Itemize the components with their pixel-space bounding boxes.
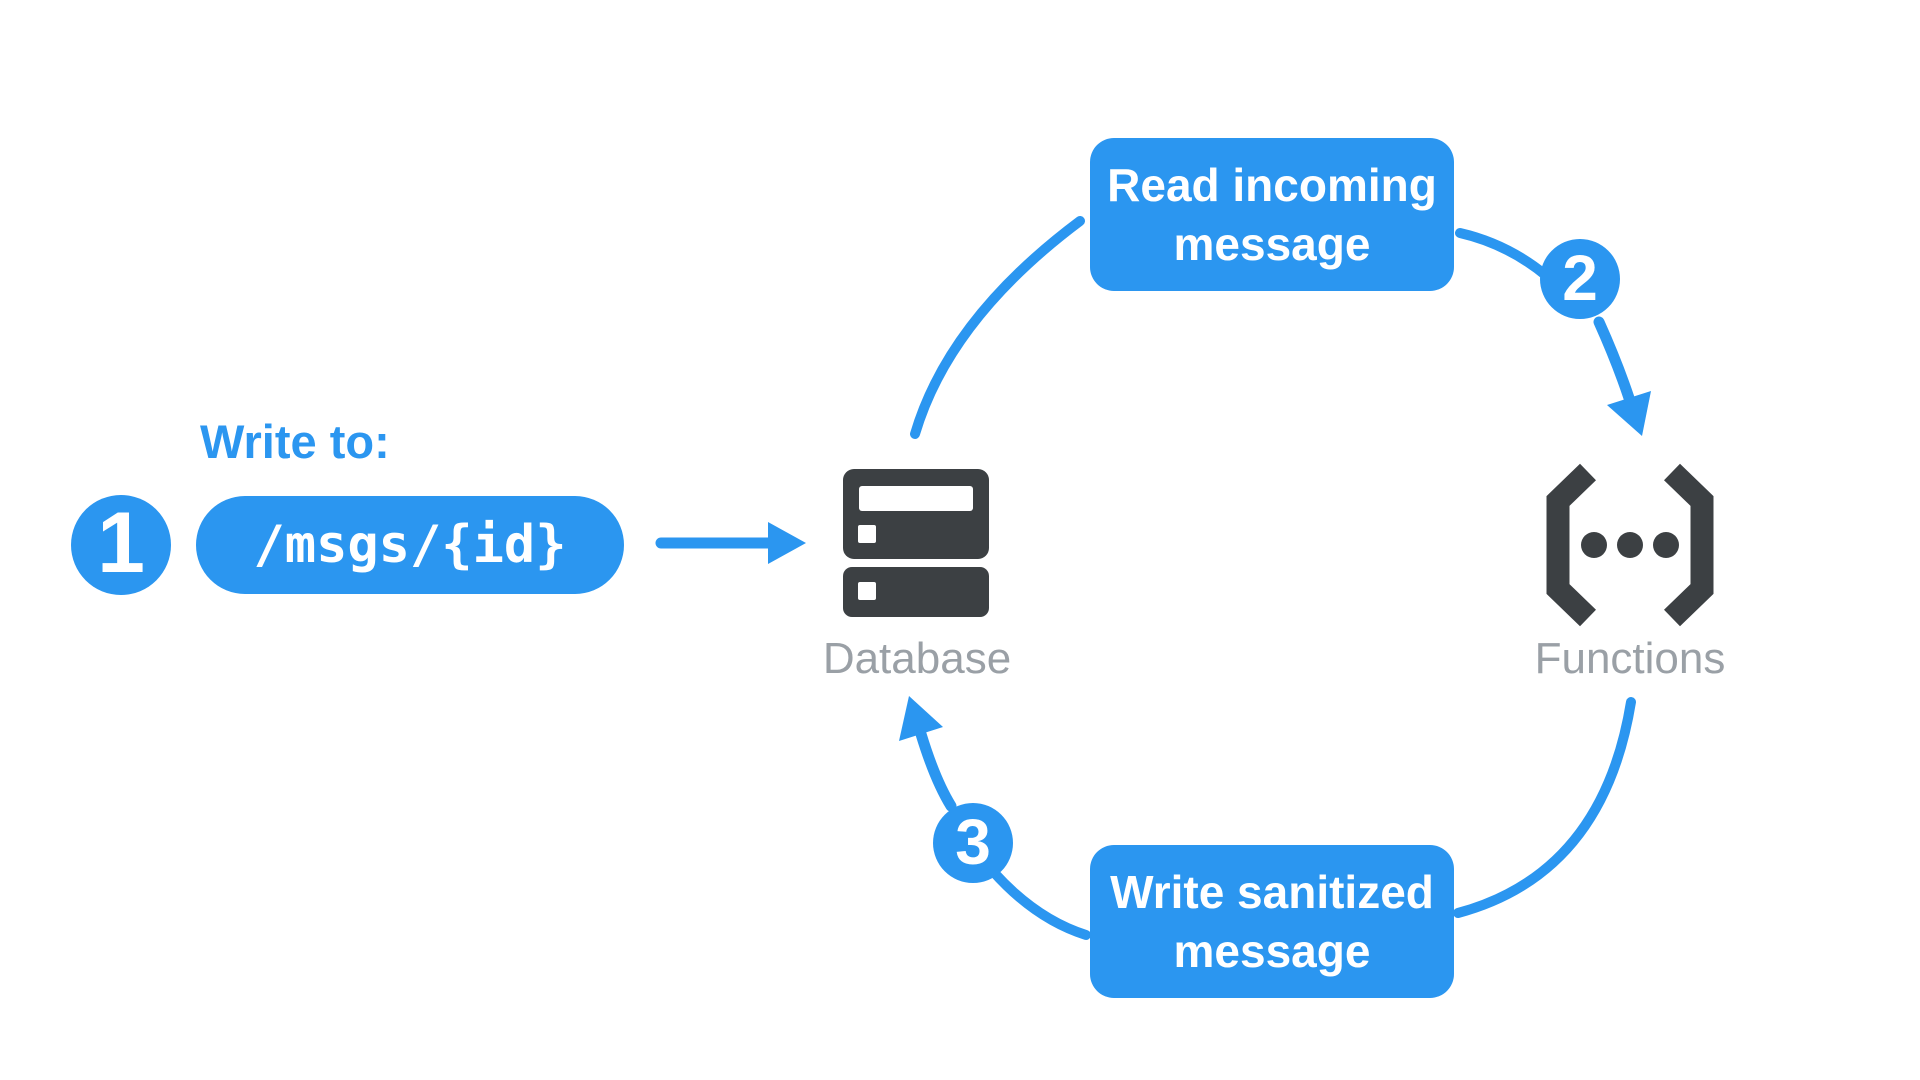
functions-label: Functions (1534, 634, 1726, 683)
message-path-pill: /msgs/{id} (196, 496, 624, 594)
read-box-line2: message (1173, 217, 1371, 270)
functions-icon (1546, 463, 1714, 627)
arrow-step3-to-database (899, 696, 957, 812)
read-box-line1: Read incoming (1107, 158, 1437, 211)
write-box-line2: message (1173, 924, 1371, 977)
write-sanitized-message-box: Write sanitized message (1090, 845, 1454, 998)
arrow-step2-to-functions (1593, 316, 1651, 436)
write-box-line1: Write sanitized (1110, 865, 1434, 918)
arc-database-to-read (910, 216, 1085, 439)
step-1-badge: 1 (71, 495, 171, 595)
step-3-number: 3 (955, 805, 991, 878)
message-path-text: /msgs/{id} (253, 515, 567, 575)
arrow-write-to-database (655, 522, 806, 564)
step-2-number: 2 (1562, 241, 1598, 314)
step-3-badge: 3 (933, 803, 1013, 883)
arc-functions-to-write (1453, 697, 1636, 918)
step-2-badge: 2 (1540, 239, 1620, 319)
read-incoming-message-box: Read incoming message (1090, 138, 1454, 291)
write-to-label: Write to: (200, 415, 390, 468)
step-1-number: 1 (97, 495, 145, 591)
database-icon (843, 469, 989, 617)
database-label: Database (822, 634, 1012, 683)
